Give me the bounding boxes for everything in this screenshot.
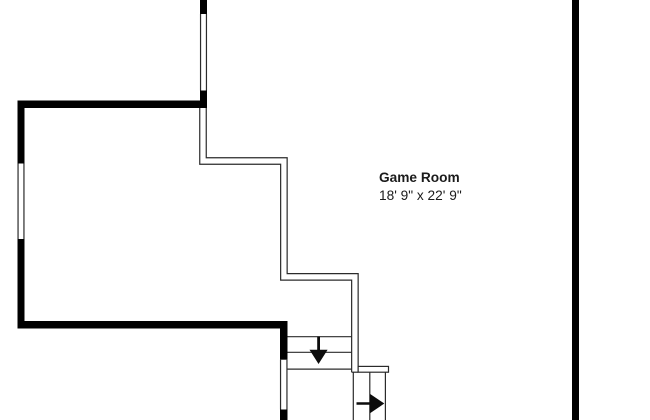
staircase [287,336,390,420]
room-name: Game Room [379,170,460,185]
exterior-walls [17,0,579,420]
windows [17,14,288,410]
window-top-wall [199,14,208,91]
room-label: Game Room 18' 9" x 22' 9" [379,169,462,206]
interior-wall-outer-line [199,108,353,373]
interior-wall-inner-line [205,108,359,373]
stair-treads-lower-flight [352,372,386,420]
wall-top-horizontal [17,100,207,108]
room-dimensions: 18' 9" x 22' 9" [379,188,462,204]
wall-bottom-horizontal [17,321,288,329]
interior-wall [199,108,359,373]
stairs-down-arrow-icon [309,336,328,364]
wall-left-upper [17,100,25,164]
window-left-wall [17,163,25,239]
stairs-right-arrow-icon [356,393,385,414]
wall-right-full-height [572,0,579,420]
wall-top-vertical-upper [200,0,207,14]
wall-left-lower [17,239,25,329]
wall-top-vertical-lower [200,90,207,108]
wall-stair-side-upper [280,321,288,360]
window-stair-side-wall [279,359,288,410]
wall-stair-side-lower [280,409,288,420]
stair-landing [357,365,390,373]
